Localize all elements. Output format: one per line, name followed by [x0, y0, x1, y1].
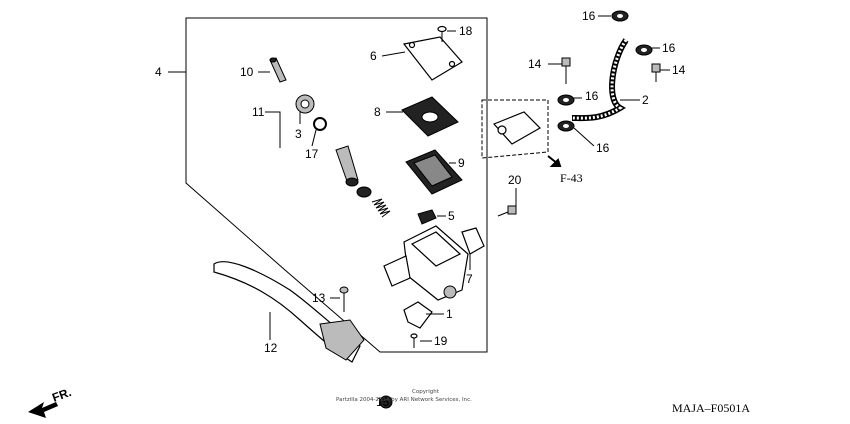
callout-16-top: 16 — [582, 9, 596, 23]
callout-16-low: 16 — [596, 141, 610, 155]
callout-7: 7 — [466, 272, 473, 286]
holder-bolt — [497, 205, 517, 217]
circlip — [313, 117, 327, 131]
leader-17 — [311, 129, 317, 147]
callout-15: 15 — [376, 395, 390, 409]
assembly-outline — [185, 17, 488, 353]
oil-bolt-left — [561, 57, 571, 84]
callout-16-mid: 16 — [585, 89, 599, 103]
callout-3: 3 — [295, 127, 302, 141]
piston-spring — [371, 198, 391, 218]
pivot-nut — [379, 395, 393, 409]
callout-5: 5 — [448, 209, 455, 223]
front-label: FR. — [50, 385, 73, 405]
stop-switch — [403, 301, 433, 329]
callout-6: 6 — [370, 49, 377, 63]
lever-pivot-rod — [269, 57, 287, 83]
ref-label: F-43 — [560, 171, 583, 185]
leader-6 — [381, 51, 406, 57]
piston-boot — [295, 94, 315, 114]
pivot-bolt — [339, 286, 349, 312]
callout-19: 19 — [434, 334, 448, 348]
cap-screw — [437, 25, 447, 42]
callout-14-right: 14 — [672, 63, 686, 77]
callout-10: 10 — [240, 65, 254, 79]
callout-8: 8 — [374, 105, 381, 119]
callout-14-left: 14 — [528, 57, 542, 71]
callout-18: 18 — [459, 24, 473, 38]
primary-cup — [356, 186, 372, 198]
callout-13: 13 — [312, 291, 326, 305]
callout-2: 2 — [642, 93, 649, 107]
reservoir-cap — [402, 36, 463, 81]
callout-16-right: 16 — [662, 41, 676, 55]
callout-4: 4 — [155, 65, 162, 79]
callout-17: 17 — [305, 147, 319, 161]
callout-9: 9 — [458, 156, 465, 170]
diagram-code: MAJA–F0501A — [672, 401, 750, 415]
holder — [461, 227, 485, 255]
caliper-bracket-reference — [481, 99, 549, 159]
front-arrow — [28, 402, 58, 418]
ref-arrow — [547, 155, 562, 167]
reservoir-plate — [401, 96, 459, 137]
piston — [335, 145, 359, 187]
master-cylinder-body — [383, 225, 469, 301]
oil-bolt-right — [651, 63, 661, 82]
callout-11: 11 — [252, 105, 265, 119]
copyright-line2: Partzilla 2004-2014 by ARI Network Servi… — [336, 397, 472, 403]
lever-end — [319, 319, 365, 361]
callout-20: 20 — [508, 173, 522, 187]
callout-12: 12 — [264, 341, 278, 355]
leader-16d — [573, 127, 595, 147]
callout-1: 1 — [446, 307, 453, 321]
leader-11 — [265, 111, 281, 148]
copyright-line1: Copyright — [412, 389, 440, 395]
brake-hose — [571, 38, 629, 122]
switch-screw — [410, 333, 418, 348]
diaphragm — [405, 149, 463, 195]
float-clip — [417, 209, 437, 225]
